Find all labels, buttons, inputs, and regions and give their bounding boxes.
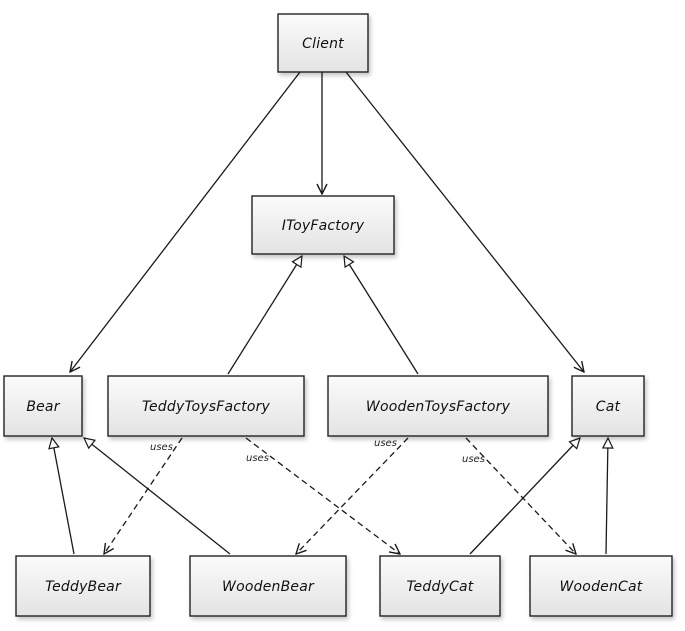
class-node-teddycat: TeddyCat (379, 555, 501, 617)
class-label: Client (302, 36, 344, 52)
edge-teddytoysfactory-to-itoyfactory (227, 256, 302, 375)
class-node-client: Client (277, 13, 369, 73)
class-box (379, 555, 501, 617)
class-label: WoodenBear (222, 579, 315, 595)
class-label: Bear (26, 399, 60, 415)
class-label: Cat (596, 399, 621, 415)
class-node-teddytoysfactory: TeddyToysFactory (107, 375, 305, 437)
class-label: WoodenCat (560, 579, 643, 595)
class-label: TeddyCat (407, 579, 474, 595)
class-node-cat: Cat (571, 375, 645, 437)
edge-teddybear-to-bear (52, 438, 75, 555)
edge-woodentoysfactory-to-itoyfactory (344, 256, 419, 375)
class-box (189, 555, 347, 617)
class-node-woodentoysfactory: WoodenToysFactory (327, 375, 549, 437)
class-box (571, 375, 645, 437)
class-node-woodencat: WoodenCat (529, 555, 673, 617)
edge-label-uses: uses (246, 453, 269, 464)
class-box (3, 375, 83, 437)
class-box (15, 555, 151, 617)
class-box (327, 375, 549, 437)
class-node-itoyfactory: IToyFactory (251, 195, 395, 255)
class-label: WoodenToysFactory (366, 399, 511, 415)
edges-layer: uses uses uses uses (52, 71, 608, 555)
edge-teddycat-to-cat (469, 438, 580, 555)
class-label: IToyFactory (282, 218, 365, 234)
class-box (277, 13, 369, 73)
class-box (107, 375, 305, 437)
edge-label-uses: uses (374, 438, 397, 449)
edge-label-uses: uses (150, 442, 173, 453)
edge-label-uses: uses (462, 454, 485, 465)
edge-woodentoysfactory-to-woodencat (465, 437, 576, 554)
class-box (529, 555, 673, 617)
class-label: TeddyBear (45, 579, 122, 595)
edge-woodentoysfactory-to-woodenbear (296, 437, 409, 554)
class-label: TeddyToysFactory (142, 399, 271, 415)
class-node-teddybear: TeddyBear (15, 555, 151, 617)
edge-woodencat-to-cat (606, 438, 608, 555)
edge-teddytoysfactory-to-teddycat (245, 437, 400, 554)
class-box (251, 195, 395, 255)
edge-woodenbear-to-bear (84, 438, 231, 555)
class-node-woodenbear: WoodenBear (189, 555, 347, 617)
edge-client-to-bear (70, 71, 301, 372)
edge-client-to-cat (345, 71, 584, 372)
class-node-bear: Bear (3, 375, 83, 437)
edge-teddytoysfactory-to-teddybear (104, 437, 183, 554)
